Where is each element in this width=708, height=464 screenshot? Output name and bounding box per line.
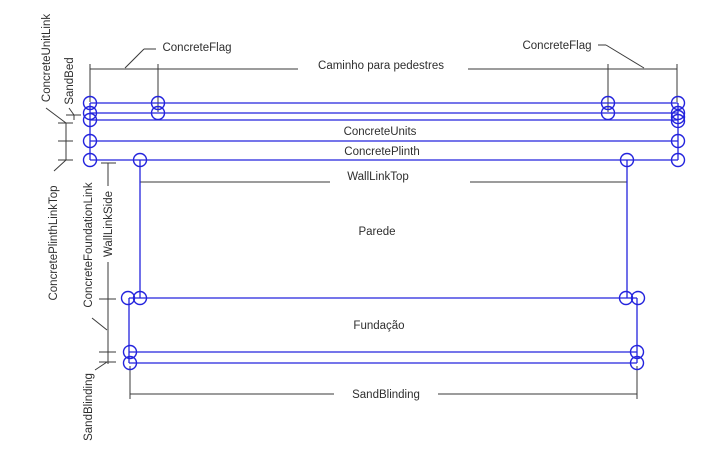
model-node: [82, 152, 98, 168]
model-node: [122, 344, 138, 360]
model-node: [670, 95, 686, 111]
model-node: [670, 105, 686, 121]
model-node: [630, 290, 646, 306]
label-concrete-plinth-link-top: ConcretePlinthLinkTop: [48, 185, 60, 300]
model-node: [82, 95, 98, 111]
annotation-line: [91, 317, 108, 331]
annotation-line: [68, 107, 75, 116]
annotation-line: [605, 44, 645, 69]
model-node: [618, 290, 634, 306]
model-node: [132, 290, 148, 306]
model-node: [629, 344, 645, 360]
model-node: [670, 109, 686, 125]
model-node: [670, 133, 686, 149]
label-parede: Parede: [358, 226, 395, 238]
annotation-line: [124, 48, 145, 69]
annotation-line: [94, 361, 108, 371]
label-concrete-flag-left: ConcreteFlag: [162, 42, 231, 54]
model-node: [120, 290, 136, 306]
model-node: [619, 152, 635, 168]
model-node: [629, 355, 645, 371]
label-wall-link-top: WallLinkTop: [347, 171, 409, 183]
label-sand-blinding-dim: SandBlinding: [352, 389, 420, 401]
label-sand-bed: SandBed: [64, 57, 76, 104]
annotation-line: [53, 159, 67, 172]
model-node: [82, 105, 98, 121]
model-node: [670, 152, 686, 168]
label-fundacao: Fundação: [353, 320, 404, 332]
model-node: [82, 133, 98, 149]
label-concrete-plinth: ConcretePlinth: [344, 146, 419, 158]
label-concrete-foundation-link: ConcreteFoundationLink: [83, 182, 95, 308]
model-node: [600, 95, 616, 111]
model-node: [150, 105, 166, 121]
model-node: [122, 355, 138, 371]
model-node: [150, 95, 166, 111]
label-sand-blinding-side: SandBlinding: [83, 373, 95, 441]
label-concrete-flag-right: ConcreteFlag: [522, 40, 591, 52]
model-node: [670, 113, 686, 129]
label-concrete-unit-link: ConcreteUnitLink: [41, 14, 53, 102]
label-caminho-para-pedestres: Caminho para pedestres: [318, 60, 444, 72]
model-node: [82, 112, 98, 128]
model-node: [132, 152, 148, 168]
label-wall-link-side: WallLinkSide: [103, 191, 115, 257]
model-node: [600, 105, 616, 121]
label-concrete-units: ConcreteUnits: [344, 126, 417, 138]
annotation-line: [45, 107, 67, 124]
